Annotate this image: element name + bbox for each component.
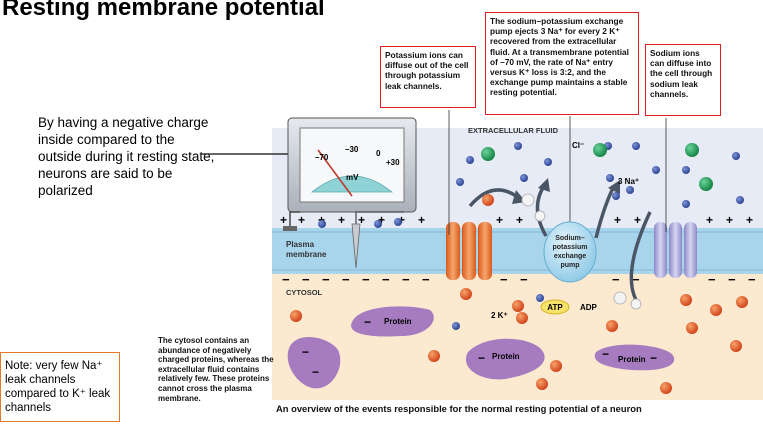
sodium-ions (318, 142, 744, 330)
adp-label: ADP (580, 303, 598, 312)
svg-text:potassium: potassium (552, 244, 587, 251)
protein: Protein − (351, 306, 434, 337)
chloride-ions (481, 143, 713, 191)
svg-text:−: − (382, 272, 390, 287)
svg-text:−: − (632, 272, 640, 287)
svg-text:+: + (338, 213, 345, 227)
svg-text:+: + (746, 213, 753, 227)
svg-text:+: + (706, 213, 713, 227)
figure-caption: An overview of the events responsible fo… (276, 403, 642, 414)
meter-unit: mV (346, 173, 359, 182)
meter-tick-mid: –30 (345, 145, 359, 154)
meter-tick-zero: 0 (376, 149, 381, 158)
svg-text:−: − (302, 272, 310, 287)
extracellular-label: EXTRACELLULAR FLUID (468, 126, 559, 135)
atp-label: ATP (547, 303, 563, 312)
membrane-negative-charges: − − − − − − − − − − − − − − − (282, 272, 756, 287)
svg-text:−: − (402, 272, 410, 287)
svg-text:+: + (318, 213, 325, 227)
atp-badge (540, 299, 570, 315)
svg-text:−: − (364, 315, 371, 329)
membrane-label-2: membrane (286, 250, 327, 259)
svg-text:pump: pump (560, 262, 579, 269)
svg-text:−: − (612, 272, 620, 287)
cytosol-proteins-note: The cytosol contains an abundance of neg… (158, 336, 274, 403)
svg-text:+: + (298, 213, 305, 227)
meter-tick-right: +30 (386, 158, 400, 167)
sodium-callout: Sodium ions can diffuse into the cell th… (645, 44, 721, 116)
svg-text:+: + (280, 213, 287, 227)
svg-text:+: + (496, 213, 503, 227)
svg-text:−: − (708, 272, 716, 287)
svg-text:+: + (634, 213, 641, 227)
svg-text:−: − (302, 345, 309, 359)
sodium-potassium-pump: Sodium– potassium exchange pump (543, 221, 597, 283)
svg-text:−: − (342, 272, 350, 287)
svg-text:exchange: exchange (554, 253, 586, 260)
svg-text:−: − (520, 272, 528, 287)
svg-text:+: + (398, 213, 405, 227)
chloride-label: Cl⁻ (572, 141, 584, 150)
cytosol-region (272, 274, 763, 400)
leak-channel-note: Note: very few Na⁺ leak channels compare… (0, 352, 120, 422)
svg-text:+: + (516, 213, 523, 227)
svg-text:−: − (422, 272, 430, 287)
protein: Protein − (465, 338, 545, 380)
potassium-leak-channel (446, 222, 492, 280)
slide-title: Resting membrane potential (2, 0, 325, 21)
svg-text:−: − (362, 272, 370, 287)
membrane-label: Plasma (286, 240, 315, 249)
voltmeter: –70 –30 0 +30 mV (287, 117, 417, 213)
svg-text:Protein: Protein (384, 317, 412, 326)
potassium-callout: Potassium ions can diffuse out of the ce… (380, 46, 476, 108)
svg-text:+: + (418, 213, 425, 227)
svg-text:+: + (726, 213, 733, 227)
intro-text: By having a negative charge inside compa… (38, 115, 215, 198)
protein: Protein − − (594, 344, 675, 371)
svg-text:−: − (728, 272, 736, 287)
svg-text:+: + (378, 213, 385, 227)
moving-ions (521, 193, 642, 310)
membrane-charges: + + + + + + + + + + + + + + + (280, 213, 753, 227)
svg-text:−: − (478, 351, 485, 365)
svg-text:−: − (650, 351, 657, 365)
cytosol-label: CYTOSOL (286, 288, 323, 297)
svg-text:Protein: Protein (492, 352, 520, 361)
svg-text:Sodium–: Sodium– (555, 235, 585, 242)
svg-text:−: − (312, 365, 319, 379)
svg-text:−: − (322, 272, 330, 287)
protein: − − (287, 337, 341, 389)
svg-text:−: − (500, 272, 508, 287)
svg-text:+: + (614, 213, 621, 227)
svg-text:+: + (358, 213, 365, 227)
meter-tick-left: –70 (315, 153, 329, 162)
sodium-leak-channel (654, 222, 697, 278)
na-count-label: 3 Na⁺ (618, 177, 639, 186)
svg-text:−: − (602, 347, 609, 361)
ion-flow-arrows (468, 185, 652, 301)
svg-text:−: − (282, 272, 290, 287)
potassium-ions (290, 194, 748, 394)
svg-text:Protein: Protein (618, 355, 646, 364)
k-count-label: 2 K⁺ (491, 311, 508, 320)
pump-callout: The sodium–potassium exchange pump eject… (485, 12, 639, 115)
svg-text:−: − (748, 272, 756, 287)
